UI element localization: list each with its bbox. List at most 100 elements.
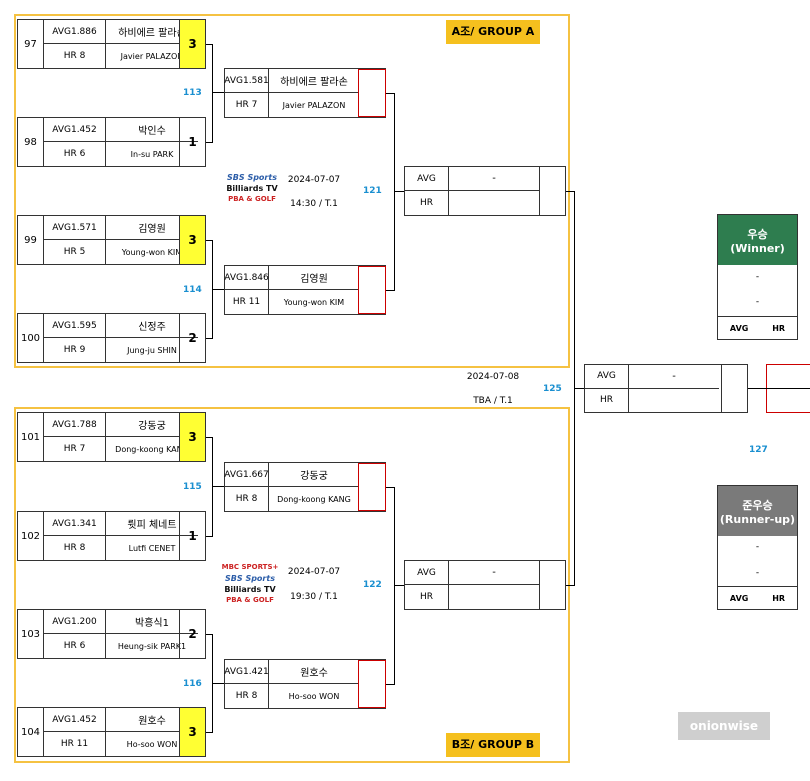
connector (206, 536, 212, 537)
player-name-ko: 강동궁 (106, 413, 198, 437)
connector (206, 437, 212, 438)
match-number: 122 (363, 580, 382, 590)
player-avg: AVG1.571 (44, 216, 106, 240)
quarterfinal-card-115[interactable]: AVG1.667 HR 8 강동궁 Dong-koong KANG (224, 462, 386, 512)
player-name-en: Dong-koong KANG (115, 444, 189, 454)
runnerup-title-ko: 준우승 (742, 498, 773, 512)
player-score (539, 167, 565, 215)
player-name-en: Young-won KIM (283, 297, 345, 307)
player-name-ko: 김영원 (106, 216, 198, 240)
player-name-en: Jung-ju SHIN (127, 345, 177, 355)
player-name-ko: 하비에르 팔라손 (269, 69, 359, 93)
connector (394, 93, 395, 291)
broadcast-logos-b: MBC SPORTS+ SBS Sports Billiards TV PBA … (220, 562, 280, 614)
player-card-97[interactable]: 97 AVG1.886 HR 8 하비에르 팔라손 Javier PALAZON… (17, 19, 206, 69)
connector (212, 486, 224, 487)
player-id: 97 (18, 20, 44, 68)
player-avg: AVG1.341 (44, 512, 106, 536)
runnerup-header: 준우승 (Runner-up) (718, 486, 797, 536)
player-id: 102 (18, 512, 44, 560)
player-avg: AVG1.452 (44, 118, 106, 142)
winner-hr-label: HR (772, 323, 786, 333)
winner-title-ko: 우승 (747, 227, 768, 241)
semifinal-card-122[interactable]: AVG HR - (404, 560, 566, 610)
player-name-en: Young-won KIM (121, 247, 183, 257)
winner-row1: - (755, 272, 760, 282)
player-score: 1 (179, 512, 205, 560)
connector (394, 585, 404, 586)
player-name-en (629, 389, 719, 413)
player-hr: HR 6 (44, 142, 106, 166)
player-hr: HR (585, 388, 629, 412)
connector (748, 388, 766, 389)
player-card-99[interactable]: 99 AVG1.571 HR 5 김영원 Young-won KIM 3 (17, 215, 206, 265)
runnerup-avg-label: AVG (729, 593, 749, 603)
player-card-103[interactable]: 103 AVG1.200 HR 6 박흥식1 Heung-sik PARK1 2 (17, 609, 206, 659)
quarterfinal-card-116[interactable]: AVG1.421 HR 8 원호수 Ho-soo WON (224, 659, 386, 709)
player-avg: AVG1.595 (44, 314, 106, 338)
match-number: 115 (183, 482, 202, 492)
connector (206, 142, 212, 143)
player-id: 101 (18, 413, 44, 461)
watermark: onionwise (678, 712, 770, 740)
player-card-101[interactable]: 101 AVG1.788 HR 7 강동궁 Dong-koong KANG 3 (17, 412, 206, 462)
player-name-en: Ho-soo WON (126, 739, 178, 749)
session-date: 2024-07-07 (287, 567, 341, 577)
player-score: 1 (179, 118, 205, 166)
player-id: 103 (18, 610, 44, 658)
quarterfinal-card-114[interactable]: AVG1.846 HR 11 김영원 Young-won KIM (224, 265, 386, 315)
semifinal-card-121[interactable]: AVG HR - (404, 166, 566, 216)
player-avg: AVG1.421 (224, 660, 269, 684)
match-number: 114 (183, 285, 202, 295)
connector (212, 92, 224, 93)
winner-title-en: (Winner) (730, 241, 785, 255)
connector (206, 634, 212, 635)
connector (574, 388, 584, 389)
pba-golf-logo: PBA & GOLF (226, 596, 274, 604)
player-score (358, 69, 386, 117)
player-hr: HR 9 (44, 338, 106, 362)
match-number: 125 (543, 384, 562, 394)
player-score: 3 (179, 708, 205, 756)
runnerup-row1: - (755, 542, 760, 552)
sbs-sports-logo: SBS Sports (225, 574, 275, 583)
player-card-102[interactable]: 102 AVG1.341 HR 8 륏피 체네트 Lutfi CENET 1 (17, 511, 206, 561)
connector (206, 338, 212, 339)
player-name-ko: 박흥식1 (106, 610, 198, 634)
connector (212, 437, 213, 537)
connector (212, 44, 213, 143)
player-name-en: Javier PALAZON (120, 51, 184, 61)
connector (394, 191, 404, 192)
billiards-tv-logo: Billiards TV (224, 585, 276, 594)
player-hr: HR 8 (225, 487, 269, 511)
player-name: - (449, 561, 539, 585)
quarterfinal-card-113[interactable]: AVG1.581 HR 7 하비에르 팔라손 Javier PALAZON (224, 68, 386, 118)
runnerup-title-en: (Runner-up) (719, 512, 796, 526)
player-score (539, 561, 565, 609)
player-avg: AVG1.452 (44, 708, 106, 732)
runnerup-footer: AVG HR (718, 586, 797, 609)
player-avg: AVG (405, 561, 449, 585)
player-card-98[interactable]: 98 AVG1.452 HR 6 박인수 In-su PARK 1 (17, 117, 206, 167)
player-card-100[interactable]: 100 AVG1.595 HR 9 신정주 Jung-ju SHIN 2 (17, 313, 206, 363)
player-name-ko: 김영원 (269, 266, 359, 290)
billiards-tv-logo: Billiards TV (226, 184, 278, 193)
player-id: 100 (18, 314, 44, 362)
connector (566, 191, 574, 192)
connector (386, 684, 394, 685)
player-card-104[interactable]: 104 AVG1.452 HR 11 원호수 Ho-soo WON 3 (17, 707, 206, 757)
runnerup-hr-label: HR (772, 593, 786, 603)
session-time: 14:30 / T.1 (290, 199, 338, 209)
final-card-125[interactable]: AVG HR - (584, 364, 748, 413)
player-score: 3 (179, 216, 205, 264)
player-avg: AVG1.846 (224, 266, 269, 290)
player-name-ko: 강동궁 (269, 463, 359, 487)
player-hr: HR 11 (225, 290, 269, 314)
pba-golf-logo: PBA & GOLF (228, 195, 276, 203)
match-number: 116 (183, 679, 202, 689)
session-time: 19:30 / T.1 (290, 592, 338, 602)
player-hr: HR 8 (44, 44, 106, 68)
player-name-ko: 륏피 체네트 (106, 512, 198, 536)
player-avg: AVG1.886 (44, 20, 106, 44)
player-name-ko: 하비에르 팔라손 (106, 20, 198, 44)
